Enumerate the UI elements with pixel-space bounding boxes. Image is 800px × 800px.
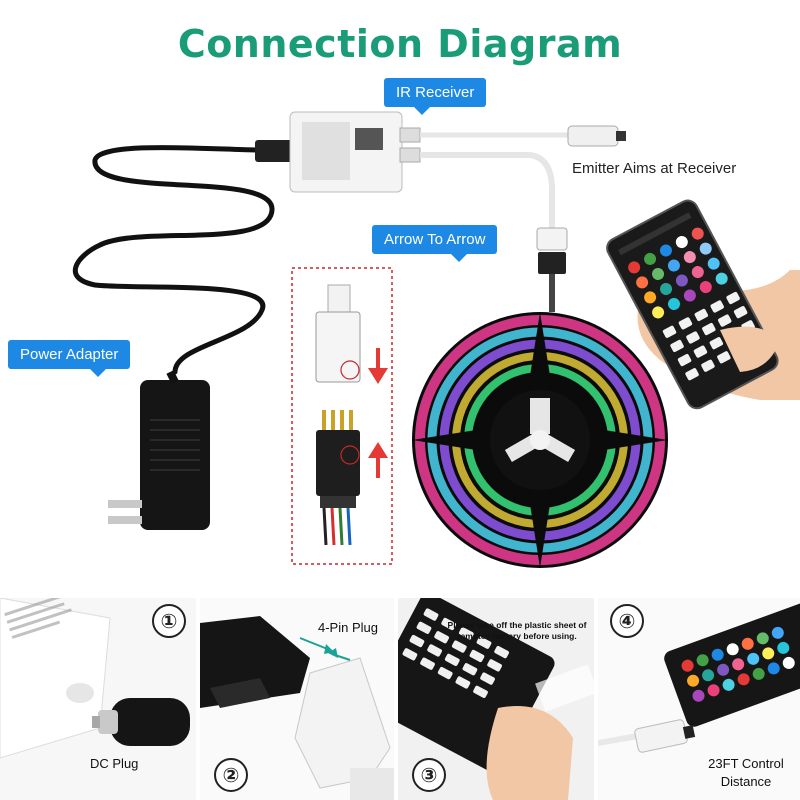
ir-emitter-head [567,125,619,147]
power-adapter [108,370,210,530]
diagram-title: Connection Diagram [177,22,623,66]
controller-output-wire [420,152,555,230]
connector-guide-box [291,267,393,565]
connection-illustration [72,111,800,568]
step-panel-1: ① DC Plug [0,598,196,800]
ir-controller-box [289,111,421,193]
step-caption-4-pin-plug: 4-Pin Plug [318,620,378,635]
down-arrow-red [368,348,388,384]
control-distance-photo [598,598,800,800]
dc-jack [255,140,293,162]
emitter-aims-label: Emitter Aims at Receiver [572,160,737,177]
female-connector [315,284,361,383]
led-strip-reel [412,312,668,568]
step-number-1: ① [152,604,186,638]
step-caption-control-distance-line1: 23FT Control [708,756,784,771]
step-panel-2: 4-Pin Plug ② [200,598,394,800]
reel-hub [504,398,576,463]
four-pin-plug-photo [200,598,394,800]
step-panel-3: Please take off the plastic sheet of rem… [398,598,594,800]
male-connector [316,410,360,546]
power-adapter-callout: Power Adapter [8,340,131,377]
step-panel-4: ④ 23FT Control Distance [598,598,800,800]
step-number-3: ③ [412,758,446,792]
step-number-2: ② [214,758,248,792]
up-arrow-red [368,442,388,478]
step-caption-control-distance-line2: Distance [720,774,772,789]
power-cable [72,145,275,375]
step-caption-dc-plug: DC Plug [90,756,139,771]
arrow-to-arrow-callout: Arrow To Arrow [372,225,498,262]
ir-receiver-callout: IR Receiver [384,78,487,115]
step-number-4: ④ [610,604,644,638]
remote-color-buttons [628,227,728,319]
step-caption-battery-sheet: Please take off the plastic sheet of rem… [447,620,587,641]
